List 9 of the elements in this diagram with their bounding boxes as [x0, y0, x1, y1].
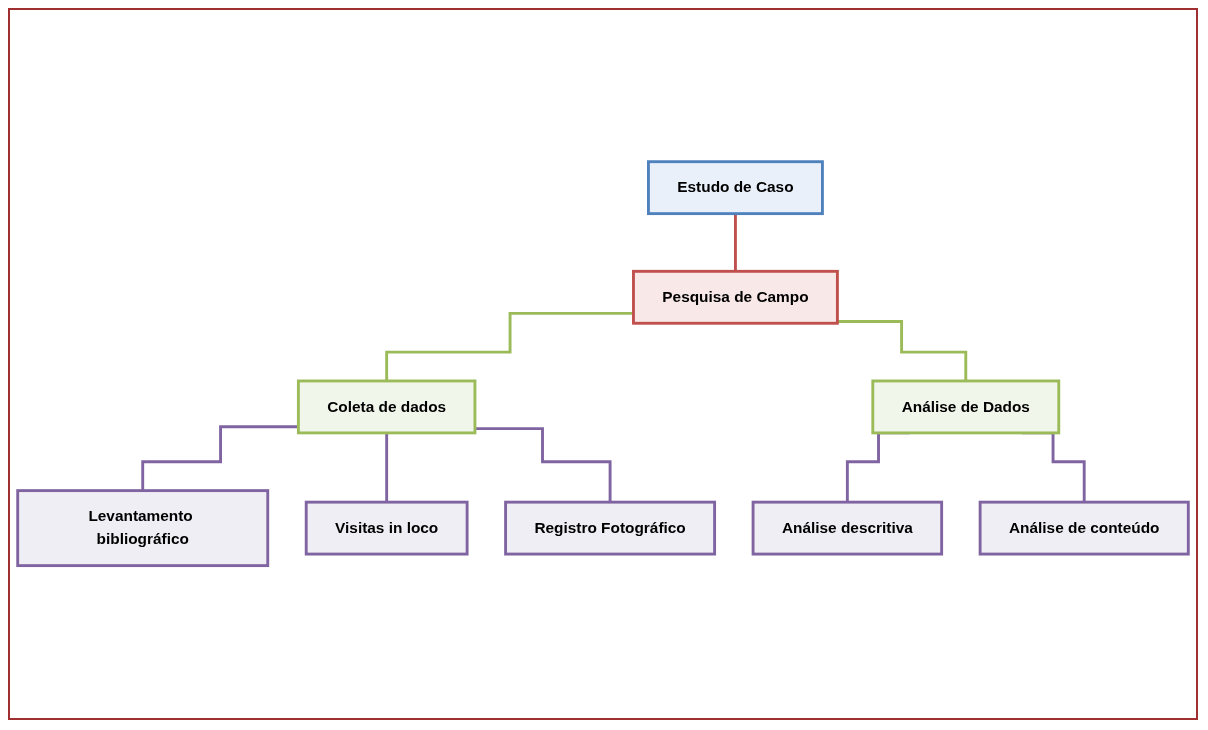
node-box: Levantamento bibliográfico	[16, 489, 270, 568]
node-box: Estudo de Caso	[647, 160, 824, 216]
node-box: Análise de Dados	[871, 379, 1061, 435]
node-box: Visitas in loco	[304, 501, 469, 556]
node-box: Análise de conteúdo	[978, 501, 1190, 556]
node-box: Coleta de dados	[296, 379, 477, 435]
node-box: Pesquisa de Campo	[632, 270, 839, 326]
node-box: Registro Fotográfico	[504, 501, 717, 556]
node-box: Análise descritiva	[751, 501, 944, 556]
